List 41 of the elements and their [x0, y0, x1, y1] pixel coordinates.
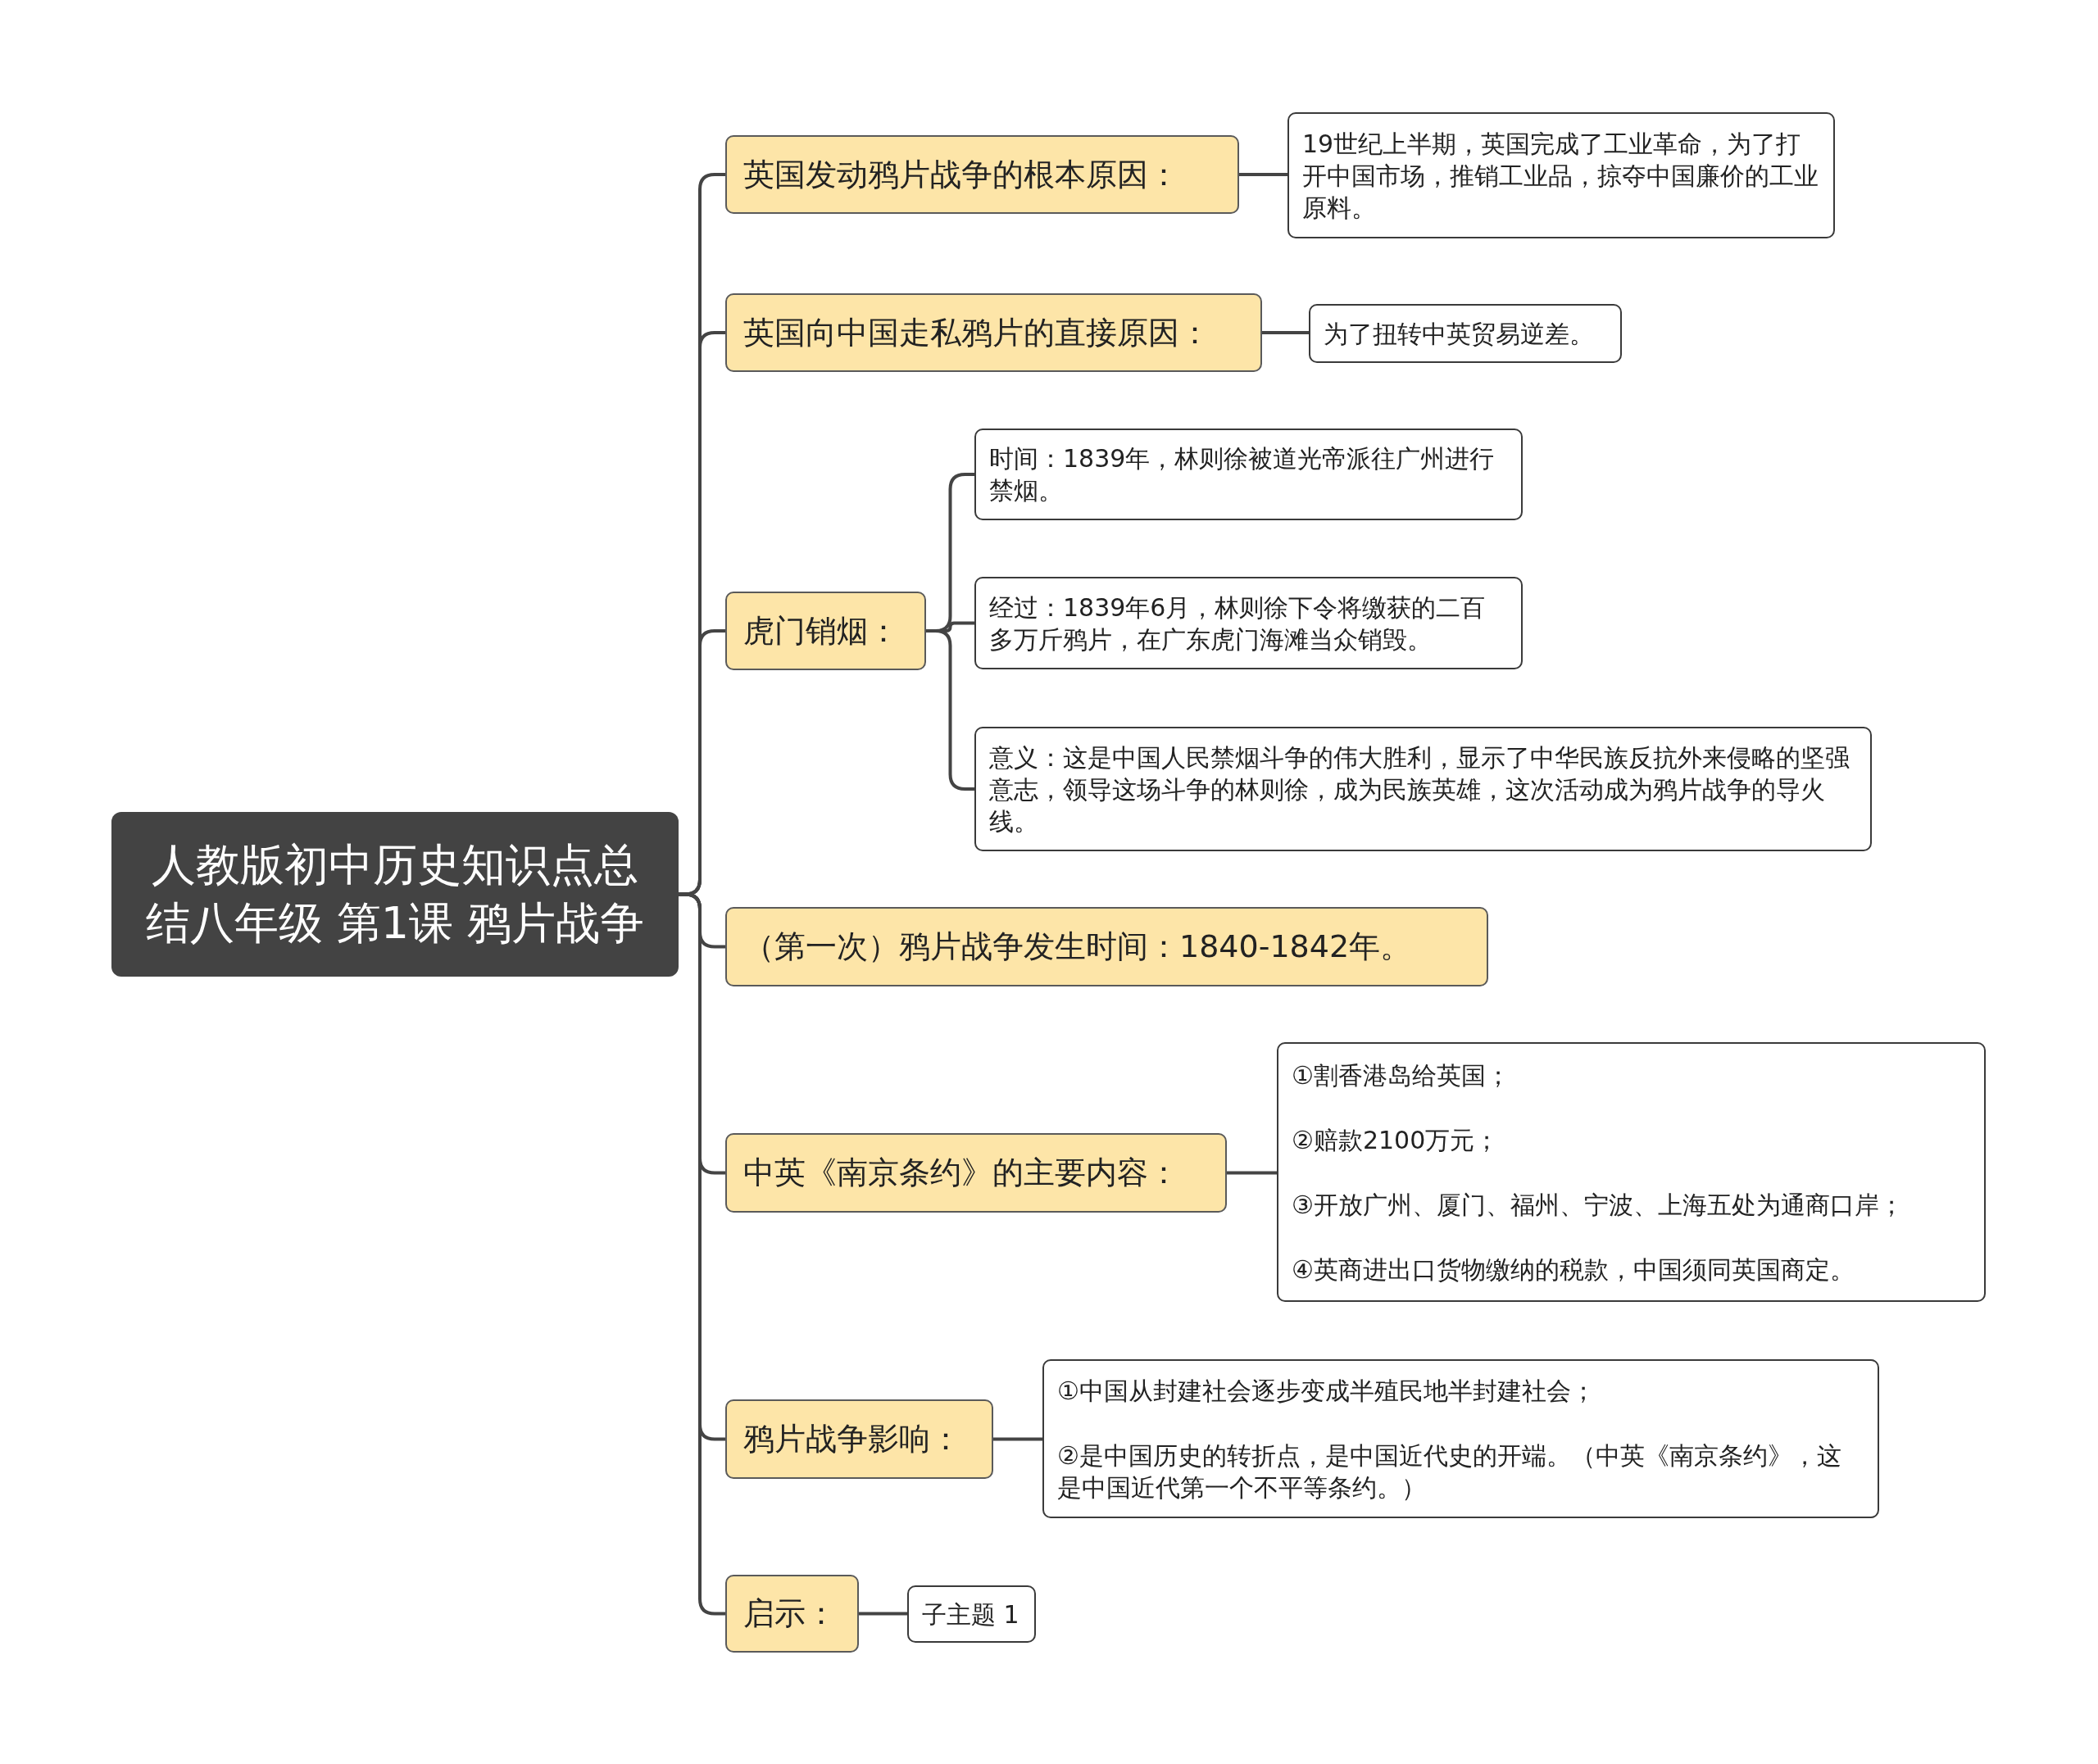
topic-text: 人教版初中历史知识点总结八年级 第1课 鸦片战争	[144, 838, 646, 950]
note-box	[1042, 1359, 1879, 1518]
connector-line	[993, 1437, 1042, 1441]
topic-box	[725, 1399, 993, 1479]
topic-text: 意义：这是中国人民禁烟斗争的伟大胜利，显示了中华民族反抗外来侵略的坚强意志，领导这场斗争的林则徐，成为民族英雄，这次活动成为鸦片战争的导火线。	[989, 741, 1851, 837]
topic-text: （第一次）鸦片战争发生时间：1840-1842年。	[743, 927, 1413, 966]
topic-text: 英国向中国走私鸦片的直接原因：	[743, 313, 1211, 352]
topic-text: 时间：1839年，林则徐被道光帝派往广州进行禁烟。	[989, 443, 1496, 506]
topic-box	[725, 293, 1262, 372]
topic-box	[725, 592, 926, 670]
connector-line	[1262, 331, 1309, 334]
topic-text: ①中国从封建社会逐步变成半殖民地半封建社会；	[1057, 1375, 1596, 1407]
connector-line	[1227, 1171, 1277, 1175]
note-box	[974, 577, 1523, 669]
note-box	[907, 1585, 1036, 1643]
note-box	[974, 727, 1872, 851]
topic-box	[725, 1575, 859, 1653]
note-box	[1287, 112, 1835, 238]
topic-text: ④英商进出口货物缴纳的税款，中国须同英国商定。	[1292, 1254, 1855, 1286]
topic-box	[725, 1133, 1227, 1213]
topic-text: 为了扭转中英贸易逆差。	[1324, 318, 1595, 350]
topic-text: 启示：	[743, 1594, 838, 1633]
connector-line	[859, 1612, 907, 1616]
note-box	[974, 429, 1523, 520]
topic-text: 19世纪上半期，英国完成了工业革命，为了打开中国市场，推销工业品，掠夺中国廉价的工业原料。	[1302, 128, 1819, 224]
topic-text: 鸦片战争影响：	[743, 1420, 962, 1458]
topic-text: ①割香港岛给英国；	[1292, 1059, 1511, 1091]
topic-text: ③开放广州、厦门、福州、宁波、上海五处为通商口岸；	[1292, 1189, 1905, 1221]
note-box	[1309, 304, 1622, 363]
topic-text: 虎门销烟：	[743, 611, 900, 651]
topic-text: 子主题 1	[922, 1598, 1020, 1630]
central-topic	[111, 812, 679, 977]
topic-box	[725, 907, 1488, 986]
connector-line	[1239, 173, 1287, 176]
topic-text: 中英《南京条约》的主要内容：	[743, 1154, 1180, 1192]
topic-text: ②赔款2100万元；	[1292, 1124, 1501, 1156]
topic-text: 经过：1839年6月，林则徐下令将缴获的二百多万斤鸦片，在广东虎门海滩当众销毁。	[989, 592, 1487, 655]
topic-text: 英国发动鸦片战争的根本原因：	[743, 155, 1180, 194]
topic-text: ②是中国历史的转折点，是中国近代史的开端。（中英《南京条约》，这是中国近代第一个不平等条约。）	[1057, 1440, 1842, 1503]
topic-box	[725, 135, 1239, 214]
note-box	[1277, 1042, 1986, 1302]
